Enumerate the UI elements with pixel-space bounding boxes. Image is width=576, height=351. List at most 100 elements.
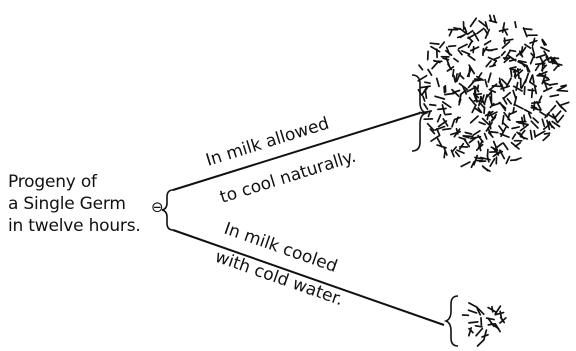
germ-mark [471,18,477,26]
germ-mark [430,105,436,106]
colony-brace-small [446,296,458,346]
germ-mark [503,42,510,48]
germ-mark [474,94,481,95]
germ-mark [431,47,440,52]
germ-mark [515,143,520,147]
germ-mark [469,82,474,88]
germ-mark [559,91,568,92]
germ-mark [425,82,430,83]
germ-mark [554,63,562,65]
germ-mark [432,62,438,69]
germ-mark [528,90,534,91]
germ-mark [443,129,451,130]
germ-mark [532,47,534,54]
germ-mark [459,137,465,139]
germ-mark [479,122,485,124]
germ-mark [535,86,536,93]
germ-mark [469,303,477,307]
germ-mark [439,121,447,127]
germ-mark [513,134,516,139]
germ-mark [453,147,456,151]
germ-mark [477,28,484,33]
germ-mark [438,115,441,122]
germ-mark [534,131,535,137]
germ-mark [524,87,525,95]
germ-mark [454,59,458,62]
germ-mark [514,104,523,108]
germ-mark [511,160,517,161]
germ-mark [423,96,425,101]
germ-mark [531,131,532,140]
germ-mark [550,95,558,97]
germ-mark [542,119,544,126]
germ-mark [468,55,475,60]
germ-mark [478,85,479,90]
germ-mark [453,70,454,77]
germ-mark [437,78,439,86]
germ-mark [554,66,558,70]
germ-mark [500,78,501,84]
germ-mark [503,143,508,150]
germ-mark [522,131,525,135]
germ-mark [469,322,478,323]
germ-mark [428,70,432,76]
germ-mark [485,134,487,139]
bacteria-colony-small [463,303,506,346]
germ-mark [437,129,440,135]
germ-mark [536,131,544,136]
germ-mark [525,73,528,82]
germ-mark [533,118,538,123]
germ-mark [492,86,502,87]
germ-mark [487,156,489,162]
germ-mark [551,106,556,111]
germ-mark [449,31,451,36]
germ-mark [522,118,524,126]
source-brace [162,190,173,230]
germ-mark [421,86,430,87]
germ-mark [458,36,464,38]
germ-mark [457,150,464,153]
germ-mark [488,73,491,82]
germ-mark [454,76,455,82]
germ-mark [452,120,454,127]
germ-mark [469,310,477,313]
germ-mark [502,79,508,85]
germ-mark [449,46,456,47]
germ-mark [541,47,549,51]
germ-mark [555,111,560,117]
germ-mark [488,49,497,51]
germ-mark [456,152,460,156]
germ-mark [444,152,445,158]
germ-mark [514,97,516,105]
germ-mark [459,44,467,48]
germ-mark [445,114,451,115]
germ-mark [485,41,491,45]
germ-mark [558,116,564,123]
germ-mark [499,126,503,132]
germ-mark [430,43,439,44]
germ-mark [533,75,534,83]
germ-mark [485,80,487,87]
germ-mark [560,102,569,105]
germ-mark [478,340,484,346]
germ-mark [490,159,494,166]
germ-mark [494,16,496,22]
germ-mark [485,95,487,103]
germ-mark [512,127,519,129]
germ-mark [503,98,507,104]
germ-mark [525,110,532,114]
germ-mark [471,47,479,51]
germ-mark [504,93,510,98]
germ-mark [511,68,512,76]
germ-mark [469,42,472,48]
germ-mark [476,326,482,327]
bacteria-colony-large [418,15,569,171]
germ-mark [484,330,486,339]
germ-mark [494,57,500,59]
germ-mark [524,115,525,122]
germ-mark [529,113,531,118]
germ-mark [476,329,482,336]
germ-mark [473,131,480,135]
germ-mark [543,135,549,141]
